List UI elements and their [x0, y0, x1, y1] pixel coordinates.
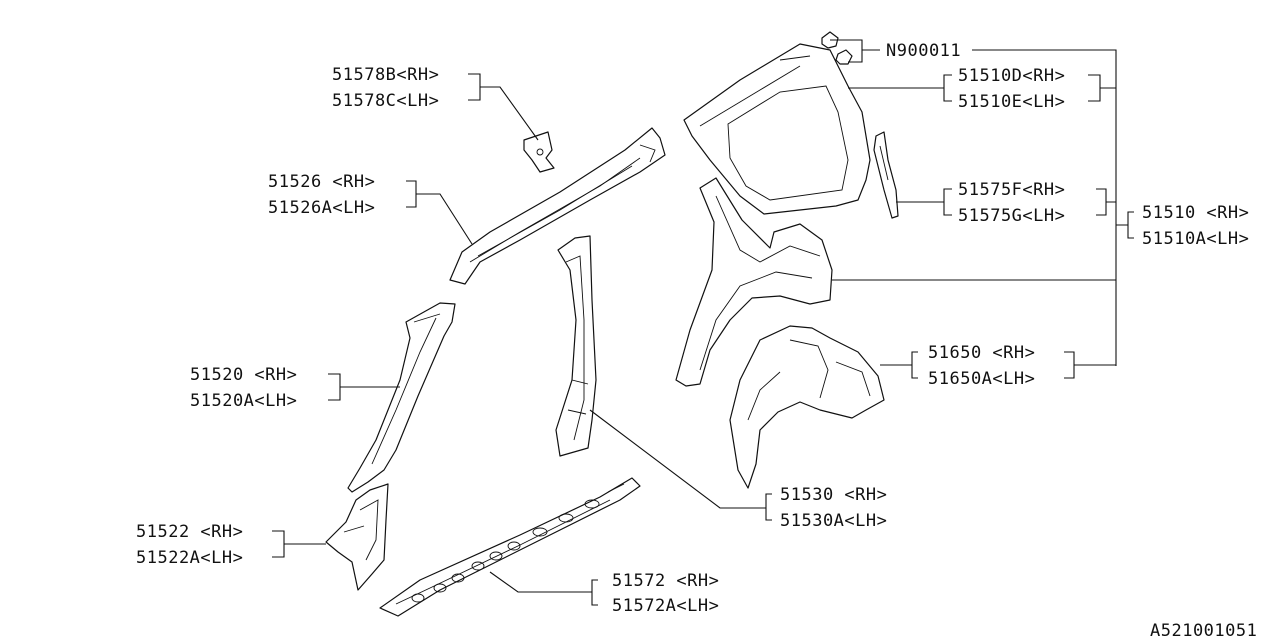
- leader-lines: [272, 39, 1134, 606]
- part-51578-bracket: [523, 131, 555, 173]
- part-51650-wheel-housing: [729, 325, 885, 489]
- label-n900011: N900011: [886, 41, 961, 61]
- part-51530-center-pillar: [555, 235, 597, 457]
- label-51575f-rh: 51575F<RH>: [958, 180, 1065, 200]
- part-51510-lower-quarter: [675, 177, 833, 387]
- label-51575g-lh: 51575G<LH>: [958, 206, 1065, 226]
- label-51520-rh: 51520 <RH>: [190, 365, 297, 385]
- label-51510a-lh: 51510A<LH>: [1142, 229, 1249, 249]
- label-51578b-rh: 51578B<RH>: [332, 65, 439, 85]
- part-51526-rail: [449, 127, 666, 285]
- label-51522-rh: 51522 <RH>: [136, 522, 243, 542]
- label-51530a-lh: 51530A<LH>: [780, 511, 887, 531]
- label-51510e-lh: 51510E<LH>: [958, 92, 1065, 112]
- part-51575-bracket: [873, 131, 899, 219]
- part-51520-front-pillar: [347, 302, 456, 493]
- part-51522-lower-pillar: [325, 483, 389, 591]
- label-51522a-lh: 51522A<LH>: [136, 548, 243, 568]
- label-51650a-lh: 51650A<LH>: [928, 369, 1035, 389]
- diagram-reference-code: A521001051: [1150, 621, 1257, 640]
- label-51520a-lh: 51520A<LH>: [190, 391, 297, 411]
- label-51578c-lh: 51578C<LH>: [332, 91, 439, 111]
- label-51510-rh: 51510 <RH>: [1142, 203, 1249, 223]
- part-labels: 51578B<RH> 51578C<LH> 51526 <RH> 51526A<…: [136, 41, 1257, 640]
- part-51510-quarter-panel: [683, 43, 871, 215]
- label-51526a-lh: 51526A<LH>: [268, 198, 375, 218]
- label-51572-rh: 51572 <RH>: [612, 571, 719, 591]
- label-51572a-lh: 51572A<LH>: [612, 596, 719, 616]
- label-51510d-rh: 51510D<RH>: [958, 66, 1065, 86]
- label-51530-rh: 51530 <RH>: [780, 485, 887, 505]
- label-51650-rh: 51650 <RH>: [928, 343, 1035, 363]
- part-51572-rocker: [379, 477, 641, 617]
- label-51526-rh: 51526 <RH>: [268, 172, 375, 192]
